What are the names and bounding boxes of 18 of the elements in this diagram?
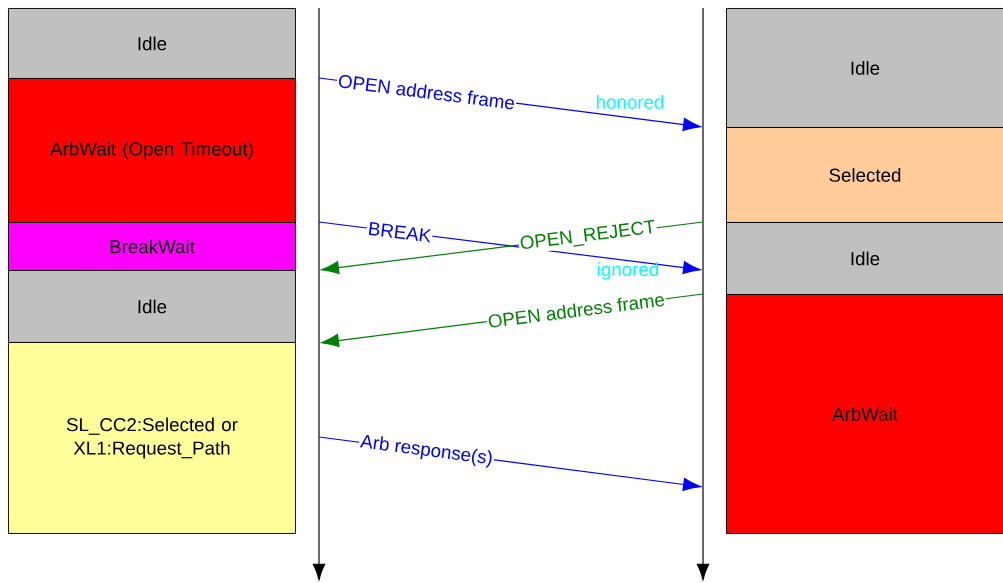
state-box: BreakWait xyxy=(8,222,296,271)
edge-label: BREAK xyxy=(368,221,432,243)
state-box: Idle xyxy=(8,8,296,79)
state-box: ArbWait (Open Timeout) xyxy=(8,78,296,223)
edge-label: OPEN address frame xyxy=(488,296,665,328)
timeline-arrow xyxy=(696,7,710,581)
state-box: Idle xyxy=(726,8,1003,128)
state-box: Selected xyxy=(726,127,1003,223)
edge-label: OPEN address frame xyxy=(338,74,514,110)
status-label: ignored xyxy=(598,262,659,280)
edge-label: OPEN_REJECT xyxy=(520,219,655,249)
state-box: ArbWait xyxy=(726,294,1003,534)
edge-label: Arb response(s) xyxy=(359,435,492,468)
status-label: honored xyxy=(596,95,664,109)
state-box: Idle xyxy=(8,270,296,343)
state-box: SL_CC2:Selected or XL1:Request_Path xyxy=(8,342,296,534)
state-box: Idle xyxy=(726,222,1003,295)
timeline-arrow xyxy=(312,7,326,581)
